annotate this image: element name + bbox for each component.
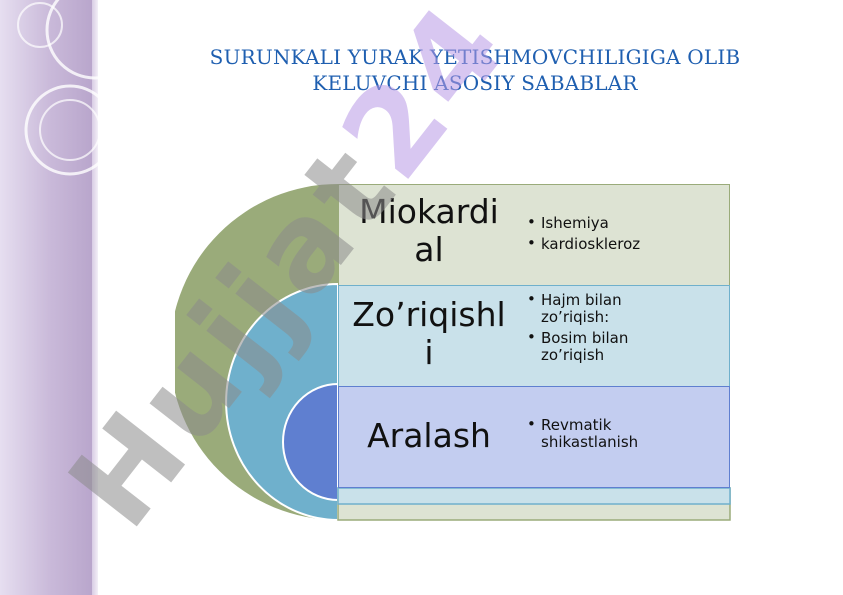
row-label-line-2: i — [424, 333, 434, 372]
row-label: Aralash — [339, 417, 519, 455]
row-bullets: Hajm bilan zo’riqish: Bosim bilan zo’riq… — [527, 291, 667, 368]
bullet-item: Hajm bilan zo’riqish: — [527, 291, 667, 326]
decorative-circles — [17, 0, 145, 176]
page-title: SURUNKALI YURAK YETISHMOVCHILIGIGA OLIB … — [140, 44, 810, 96]
row-label: Miokardi al — [339, 193, 519, 269]
ring-inner — [282, 382, 339, 502]
cause-row-miokardial: Miokardi al Ishemiya kardioskleroz — [338, 184, 730, 286]
row-bullets: Ishemiya kardioskleroz — [527, 214, 727, 257]
sidebar-edge — [92, 0, 98, 595]
target-rings — [175, 184, 731, 522]
decorative-sidebar — [0, 0, 92, 595]
bullet-item: Revmatik shikastlanish — [527, 416, 697, 451]
bullet-item: kardioskleroz — [527, 235, 727, 253]
nested-target-diagram: Miokardi al Ishemiya kardioskleroz Zo’ri… — [175, 182, 735, 522]
title-line-2: KELUVCHI ASOSIY SABABLAR — [312, 71, 638, 95]
title-line-1: SURUNKALI YURAK YETISHMOVCHILIGIGA OLIB — [209, 45, 741, 69]
row-label-line-1: Aralash — [367, 416, 491, 455]
row-label: Zo’riqishl i — [339, 296, 519, 372]
row-label-line-1: Zo’riqishl — [352, 295, 506, 334]
cause-row-aralash: Aralash Revmatik shikastlanish — [338, 386, 730, 488]
row-bullets: Revmatik shikastlanish — [527, 416, 697, 455]
row-label-line-2: al — [414, 230, 444, 269]
row-label-line-1: Miokardi — [359, 192, 499, 231]
bullet-item: Bosim bilan zo’riqish — [527, 329, 667, 364]
cause-row-zoriqishli: Zo’riqishl i Hajm bilan zo’riqish: Bosim… — [338, 285, 730, 387]
bullet-item: Ishemiya — [527, 214, 727, 232]
